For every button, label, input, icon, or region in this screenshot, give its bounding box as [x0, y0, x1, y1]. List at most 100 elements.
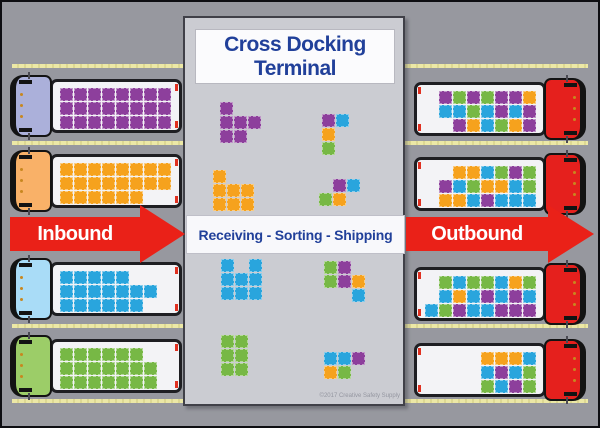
inbound-arrow: Inbound: [10, 205, 193, 263]
truck-cab: [544, 260, 586, 328]
tail-light: [418, 199, 421, 206]
mirror: [28, 133, 30, 140]
process-label-text: Receiving - Sorting - Shipping: [198, 226, 393, 243]
cab-lights: [20, 353, 23, 356]
pallet-group-mixed-medium: [324, 261, 365, 302]
outbound-arrow-head: [548, 205, 594, 263]
truck-trailer: [50, 154, 182, 208]
mirror: [28, 72, 30, 79]
truck-trailer: [414, 82, 546, 136]
cab-detail: [19, 203, 32, 207]
cab-detail: [19, 80, 32, 84]
tail-light: [418, 272, 421, 279]
cab-detail: [19, 155, 32, 159]
cab-detail: [564, 268, 577, 272]
tail-light: [418, 348, 421, 355]
truck-trailer: [50, 339, 182, 393]
cab-lights: [20, 168, 23, 171]
truck-cab: [10, 332, 52, 400]
inbound-truck-blue: [10, 255, 182, 323]
mirror: [566, 260, 568, 267]
cargo-pallets: [425, 91, 536, 132]
pallet-group-green: [221, 335, 248, 376]
cab-detail: [564, 344, 577, 348]
inbound-truck-orange: [10, 147, 182, 215]
tail-light: [175, 381, 178, 388]
truck-trailer: [414, 267, 546, 321]
mirror: [28, 208, 30, 215]
tail-light: [175, 159, 178, 166]
outbound-truck-1: [414, 75, 586, 143]
cab-detail: [19, 128, 32, 132]
tail-light: [175, 304, 178, 311]
truck-cab: [10, 255, 52, 323]
cargo-pallets: [425, 352, 536, 393]
truck-cab: [10, 147, 52, 215]
title-line-1: Cross Docking: [224, 33, 366, 57]
cargo-pallets: [425, 276, 536, 317]
cab-lights: [573, 96, 576, 99]
truck-cab: [544, 336, 586, 404]
truck-cab: [544, 75, 586, 143]
mirror: [566, 136, 568, 143]
cab-detail: [19, 388, 32, 392]
cab-lights: [573, 281, 576, 284]
pallet-group-blue: [221, 259, 262, 300]
cab-detail: [564, 392, 577, 396]
tail-light: [418, 124, 421, 131]
tail-light: [175, 121, 178, 128]
tail-light: [175, 84, 178, 91]
cargo-pallets: [60, 163, 171, 204]
cargo-pallets: [60, 88, 171, 129]
pallet-group-mixed-stack: [322, 114, 349, 155]
cab-detail: [564, 131, 577, 135]
pallet-group-orange: [213, 170, 254, 211]
tail-light: [175, 344, 178, 351]
mirror: [566, 321, 568, 328]
mirror: [566, 75, 568, 82]
inbound-arrow-head: [140, 205, 185, 263]
mirror: [28, 316, 30, 323]
cab-lights: [20, 276, 23, 279]
cab-lights: [573, 357, 576, 360]
tail-light: [418, 385, 421, 392]
cargo-pallets: [425, 166, 536, 207]
cab-detail: [19, 340, 32, 344]
copyright-text: ©2017 Creative Safety Supply: [319, 393, 400, 399]
cargo-pallets: [60, 348, 171, 389]
truck-trailer: [414, 157, 546, 211]
outbound-truck-3: [414, 260, 586, 328]
tail-light: [175, 196, 178, 203]
tail-light: [418, 162, 421, 169]
cargo-pallets: [60, 271, 171, 312]
cab-detail: [564, 316, 577, 320]
cab-detail: [564, 83, 577, 87]
mirror: [566, 150, 568, 157]
cab-detail: [564, 158, 577, 162]
mirror: [28, 393, 30, 400]
truck-trailer: [414, 343, 546, 397]
cab-lights: [20, 93, 23, 96]
outbound-truck-4: [414, 336, 586, 404]
process-label-box: Receiving - Sorting - Shipping: [186, 215, 405, 254]
outbound-arrow-body: Outbound: [406, 217, 548, 251]
tail-light: [175, 267, 178, 274]
title-line-2: Terminal: [254, 56, 336, 80]
outbound-truck-2: [414, 150, 586, 218]
pallet-group-mixed-bottom: [324, 352, 365, 379]
outbound-label: Outbound: [431, 222, 523, 245]
cab-detail: [19, 311, 32, 315]
mirror: [28, 147, 30, 154]
mirror: [566, 397, 568, 404]
mirror: [566, 336, 568, 343]
tail-light: [418, 309, 421, 316]
mirror: [28, 332, 30, 339]
inbound-arrow-body: Inbound: [10, 217, 140, 251]
outbound-arrow: Outbound: [406, 205, 594, 263]
cab-lights: [573, 171, 576, 174]
pallet-group-mixed-small: [319, 179, 360, 206]
tail-light: [418, 87, 421, 94]
truck-cab: [10, 72, 52, 140]
terminal-title: Cross Docking Terminal: [195, 29, 395, 84]
